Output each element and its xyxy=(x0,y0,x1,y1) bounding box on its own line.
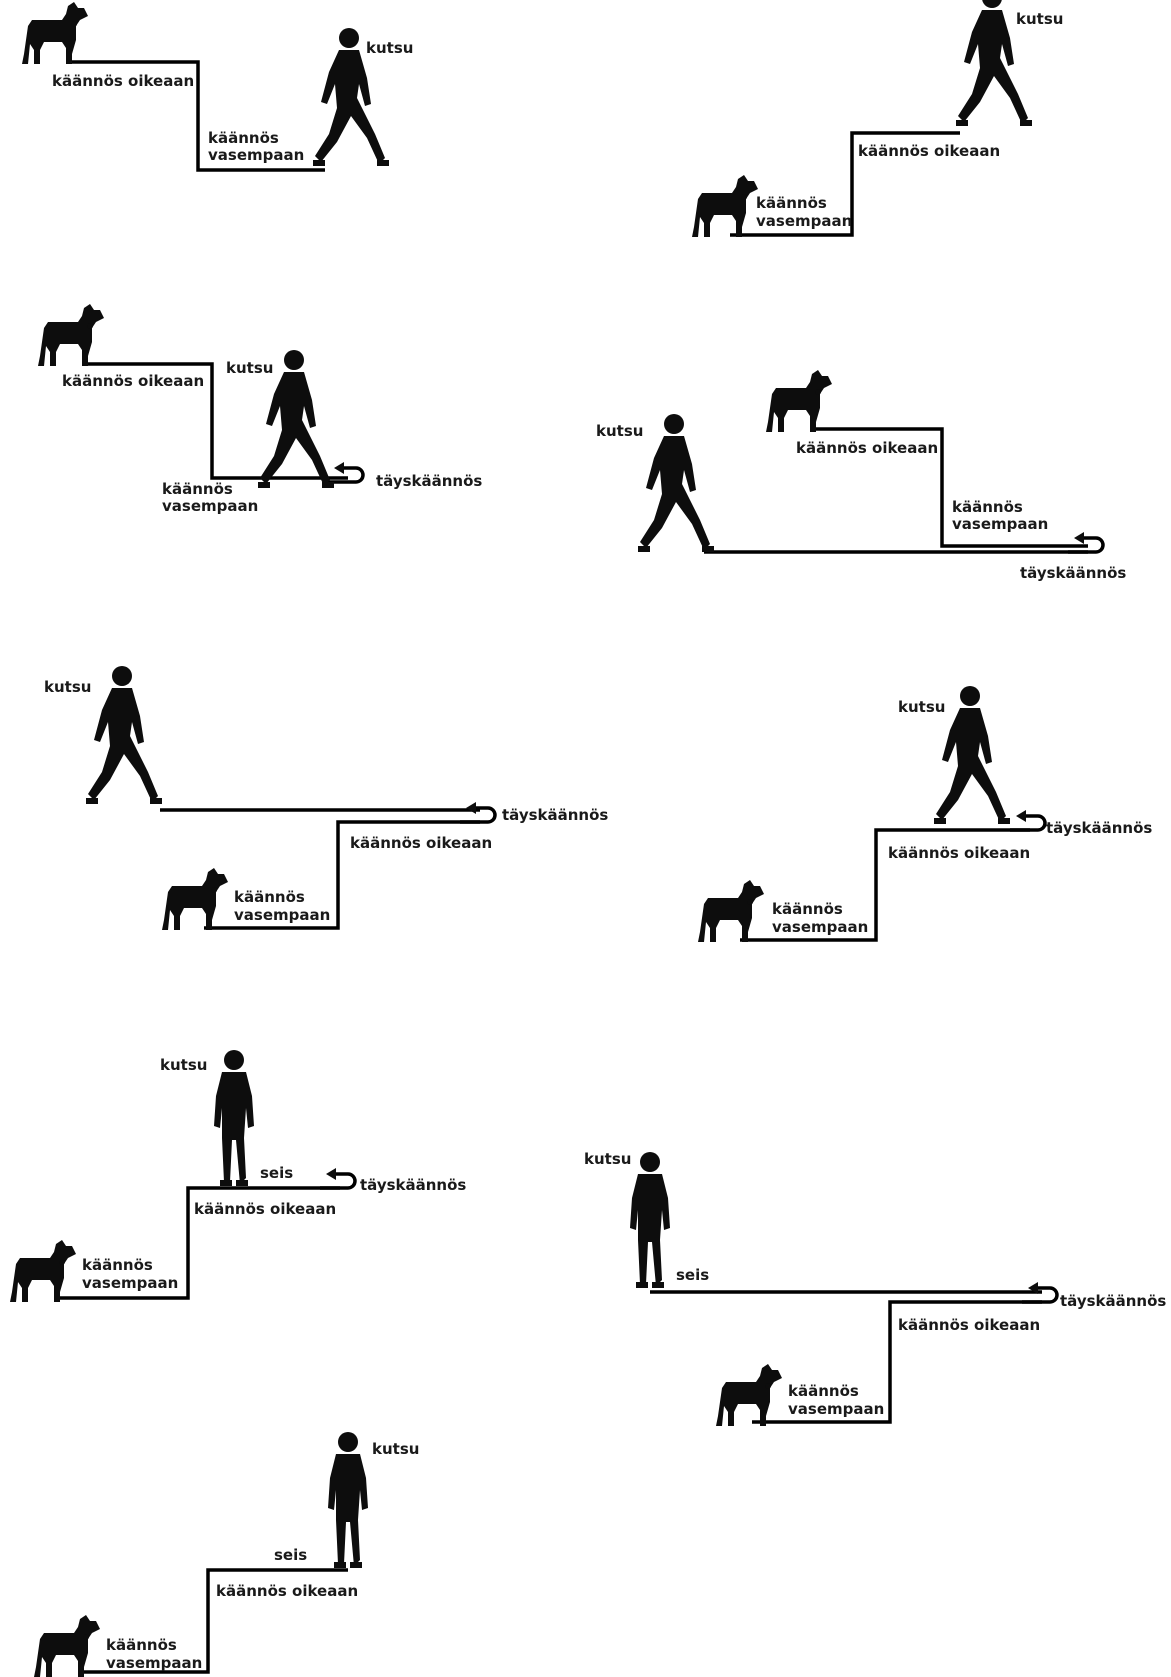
standing-person-icon xyxy=(214,1050,254,1186)
u-turn-arrow-icon xyxy=(1066,530,1105,554)
label-about-turn: täyskäännös xyxy=(360,1176,466,1194)
label-turn-right: käännös oikeaan xyxy=(858,142,1000,160)
label-call: kutsu xyxy=(44,678,91,696)
u-turn-arrow-icon xyxy=(318,1166,357,1190)
label-call: kutsu xyxy=(160,1056,207,1074)
label-turn-left-2: vasempaan xyxy=(952,515,1048,533)
u-turn-arrow-icon xyxy=(458,800,497,824)
dog-icon xyxy=(34,1615,100,1677)
standing-person-icon xyxy=(630,1152,670,1288)
diagram-1: käännös oikeaan käännös vasempaan kutsu xyxy=(22,2,413,172)
label-about-turn: täyskäännös xyxy=(376,472,482,490)
route-line xyxy=(752,1300,1042,1424)
route-line xyxy=(204,820,480,930)
diagram-7: käännös oikeaan käännös vasempaan kutsu … xyxy=(10,1050,466,1302)
label-turn-left-2: vasempaan xyxy=(772,918,868,936)
diagram-4: käännös oikeaan käännös vasempaan kutsu … xyxy=(596,370,1126,582)
label-call: kutsu xyxy=(366,39,413,57)
label-turn-left-1: käännös xyxy=(788,1382,859,1400)
label-turn-left-1: käännös xyxy=(952,498,1023,516)
diagram-6: käännös oikeaan käännös vasempaan kutsu … xyxy=(698,686,1152,942)
dog-icon xyxy=(10,1240,76,1302)
label-turn-right: käännös oikeaan xyxy=(350,834,492,852)
route-line xyxy=(814,427,1088,548)
label-turn-left-1: käännös xyxy=(162,480,233,498)
u-turn-arrow-icon xyxy=(1008,808,1047,832)
route-line xyxy=(78,1568,348,1674)
dog-icon xyxy=(22,2,88,64)
label-call: kutsu xyxy=(226,359,273,377)
route-line xyxy=(730,131,960,237)
diagram-8: käännös oikeaan käännös vasempaan kutsu … xyxy=(584,1150,1166,1426)
route-line xyxy=(740,828,1030,942)
label-halt: seis xyxy=(274,1546,307,1564)
label-call: kutsu xyxy=(898,698,945,716)
label-halt: seis xyxy=(260,1164,293,1182)
diagram-3: käännös oikeaan käännös vasempaan kutsu … xyxy=(38,304,482,515)
dog-icon xyxy=(38,304,104,366)
walking-person-icon xyxy=(638,414,714,552)
label-turn-left-2: vasempaan xyxy=(234,906,330,924)
dog-icon xyxy=(766,370,832,432)
route-line xyxy=(54,1186,340,1300)
label-call: kutsu xyxy=(596,422,643,440)
walking-person-icon xyxy=(86,666,162,804)
route-line xyxy=(68,60,325,172)
label-turn-left-1: käännös xyxy=(756,194,827,212)
label-turn-left-2: vasempaan xyxy=(208,146,304,164)
label-halt: seis xyxy=(676,1266,709,1284)
diagram-5: käännös oikeaan käännös vasempaan kutsu … xyxy=(44,666,608,930)
label-turn-right: käännös oikeaan xyxy=(898,1316,1040,1334)
label-turn-left-2: vasempaan xyxy=(788,1400,884,1418)
label-turn-left-1: käännös xyxy=(234,888,305,906)
dog-icon xyxy=(716,1364,782,1426)
label-turn-left-2: vasempaan xyxy=(162,497,258,515)
diagram-2: käännös oikeaan käännös vasempaan kutsu xyxy=(692,0,1063,237)
label-turn-left-1: käännös xyxy=(772,900,843,918)
dog-icon xyxy=(698,880,764,942)
label-turn-left-2: vasempaan xyxy=(82,1274,178,1292)
label-turn-left-2: vasempaan xyxy=(106,1654,202,1672)
standing-person-icon xyxy=(328,1432,368,1568)
diagram-9: käännös oikeaan käännös vasempaan kutsu … xyxy=(34,1432,419,1677)
route-line xyxy=(85,362,348,480)
label-call: kutsu xyxy=(1016,10,1063,28)
label-turn-right: käännös oikeaan xyxy=(62,372,204,390)
label-turn-right: käännös oikeaan xyxy=(888,844,1030,862)
label-call: kutsu xyxy=(372,1440,419,1458)
dog-icon xyxy=(162,868,228,930)
label-turn-right: käännös oikeaan xyxy=(796,439,938,457)
label-turn-right: käännös oikeaan xyxy=(194,1200,336,1218)
label-about-turn: täyskäännös xyxy=(1046,819,1152,837)
label-about-turn: täyskäännös xyxy=(502,806,608,824)
label-turn-right: käännös oikeaan xyxy=(52,72,194,90)
dog-icon xyxy=(692,175,758,237)
label-turn-left-1: käännös xyxy=(82,1256,153,1274)
label-turn-left-2: vasempaan xyxy=(756,212,852,230)
label-turn-left-1: käännös xyxy=(208,129,279,147)
label-about-turn: täyskäännös xyxy=(1020,564,1126,582)
label-turn-right: käännös oikeaan xyxy=(216,1582,358,1600)
label-call: kutsu xyxy=(584,1150,631,1168)
label-turn-left-1: käännös xyxy=(106,1636,177,1654)
label-about-turn: täyskäännös xyxy=(1060,1292,1166,1310)
